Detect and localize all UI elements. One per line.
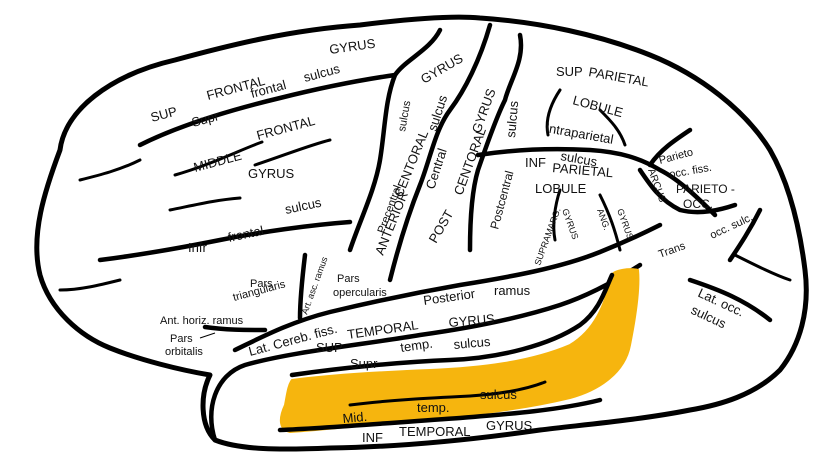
label-supr-temp-temp: temp.: [399, 336, 433, 355]
temporal-lobe-boundary: [209, 262, 643, 443]
sup-temporal-sulcus-line: [289, 272, 615, 378]
label-mid-temp-mid: Mid.: [342, 409, 368, 426]
inf-frontal-sulcus-line: [97, 219, 353, 263]
leader-pars-orbitalis: [199, 332, 216, 339]
lat-occ-sulcus-line: [687, 277, 773, 323]
label-parieto-occ-occ: OCC.: [683, 197, 713, 211]
frontal-pole-sulcus: [78, 158, 142, 182]
postcentral-sulcus-line: [467, 32, 524, 253]
angular-sulcus: [598, 193, 622, 252]
sup-parietal-sulcus: [545, 88, 562, 137]
label-pars-triangularis-pars: Pars: [250, 278, 273, 290]
arcus-line: [637, 167, 738, 215]
parieto-occ-fissure-line: [647, 127, 693, 168]
intraparietal-sulcus-line: [475, 146, 718, 218]
label-pars-opercularis-pars: Pars: [337, 273, 360, 285]
label-inf-temporal-gyrus: GYRUS: [486, 418, 533, 433]
horizontal-ramus: [202, 324, 268, 333]
mid-temporal-sulcus-line: [348, 380, 547, 407]
label-sup-temporal-gyrus: GYRUS: [448, 311, 496, 330]
label-inf-temporal-temporal: TEMPORAL: [399, 424, 471, 439]
label-infr-frontal-frontal: frontal: [227, 223, 266, 245]
label-sup-frontal-gyrus: GYRUS: [328, 36, 376, 57]
label-inf-parietal-parietal: PARIETAL: [552, 160, 614, 180]
label-inf-parietal-inf: INF: [525, 155, 546, 170]
inf-temporal-sulcus-line: [277, 397, 603, 433]
label-sup-temporal-sup: SUP: [316, 340, 343, 355]
label-mid-frontal-gyrus: GYRUS: [248, 166, 295, 181]
precentral-sulcus-line: [347, 27, 443, 253]
orbital-sulcus: [58, 278, 122, 292]
ascending-ramus: [297, 252, 308, 321]
label-pars-orbitalis-pars: Pars: [170, 333, 193, 345]
mid-frontal-sulcus-2: [253, 138, 332, 167]
label-postcentral-sulcus-sulcus: sulcus: [503, 100, 521, 139]
label-parieto-occ-parieto: PARIETO -: [676, 182, 735, 196]
mid-frontal-sulcus-1: [173, 140, 264, 177]
middle-temporal-highlight: [279, 268, 640, 434]
label-infr-frontal-infr: Infr: [188, 240, 207, 255]
label-intraparietal-sulcus: sulcus: [559, 148, 598, 169]
label-posterior-ramus-posterior: Posterior: [422, 286, 476, 308]
sup-parietal-sulcus-2: [598, 108, 627, 147]
label-supr-temp-supr: Supr: [350, 356, 378, 371]
label-sup-frontal-sup: SUP: [149, 103, 179, 124]
label-ant-horiz-ramus: Ant. horiz. ramus: [160, 315, 244, 327]
label-pars-orbitalis-orbitalis: orbitalis: [165, 346, 203, 358]
label-pars-opercularis-opercularis: opercularis: [333, 287, 387, 299]
occ-small-sulcus: [733, 253, 792, 282]
label-supr-temp-sulcus: sulcus: [453, 334, 492, 352]
label-inf-parietal-lobule: LOBULE: [535, 181, 587, 196]
label-sup-parietal-sup: SUP: [556, 64, 583, 79]
label-mid-temp-temp: temp.: [417, 400, 450, 415]
label-precentral-sulcus: sulcus: [396, 99, 413, 132]
trans-occ-sulcus-line: [727, 207, 763, 263]
label-inf-temporal-inf: INF: [362, 430, 383, 445]
mid-frontal-sulcus-3: [168, 196, 242, 212]
lateral-fissure: [232, 222, 663, 353]
label-posterior-ramus-ramus: ramus: [494, 283, 531, 298]
supramarginal-sulcus: [552, 188, 562, 242]
label-mid-frontal-supr: Supr: [190, 108, 221, 130]
central-sulcus: [387, 22, 493, 283]
sup-frontal-sulcus-line: [137, 72, 398, 148]
label-mid-temp-sulcus: sulcus: [480, 387, 517, 402]
